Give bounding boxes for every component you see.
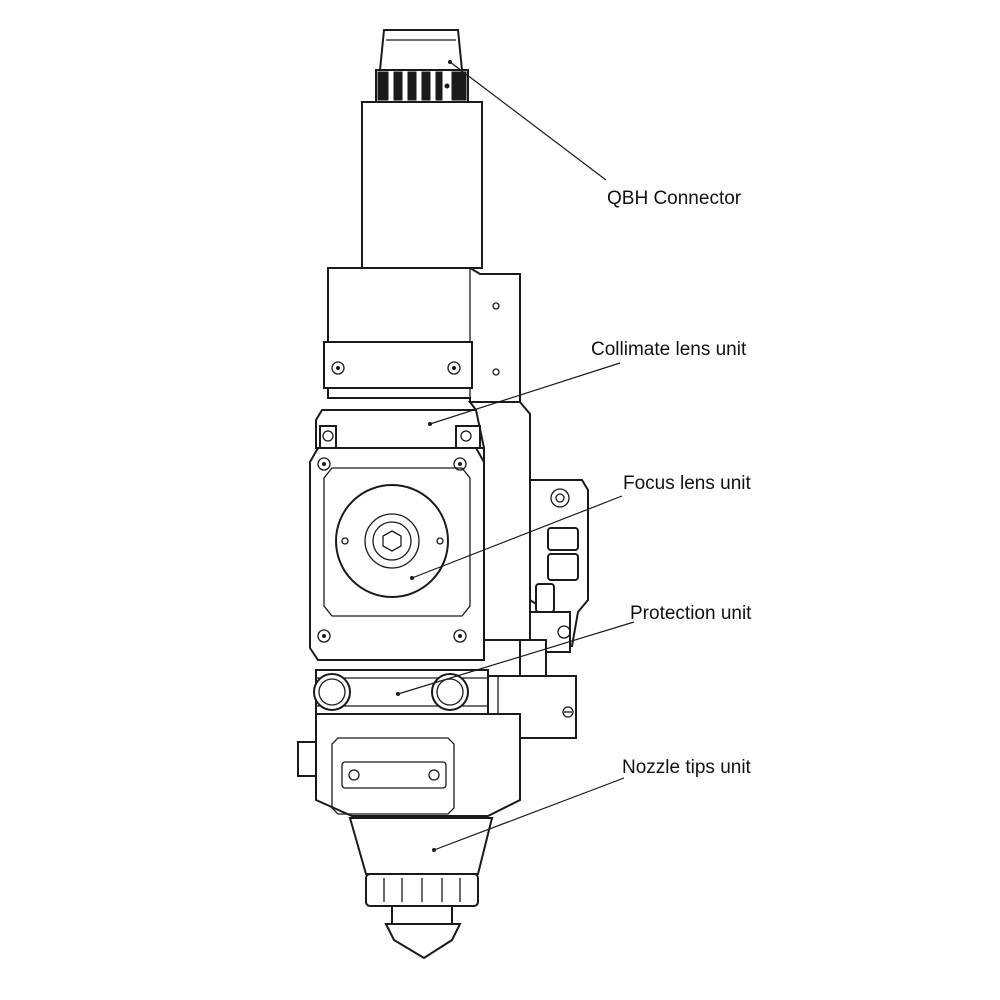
leader-lines [396, 60, 635, 852]
leader-qbh [449, 61, 607, 181]
side-bracket [519, 479, 589, 683]
leader-nozzle [433, 777, 625, 851]
leader-focus [411, 495, 623, 579]
nozzle-tips-part [297, 713, 521, 960]
leader-protection [397, 621, 635, 695]
knurled-ring [377, 71, 467, 101]
label-nozzle-tips-unit: Nozzle tips unit [622, 757, 752, 778]
label-collimate-lens-unit: Collimate lens unit [591, 339, 747, 360]
qbh-connector-part [361, 29, 483, 269]
focus-lens-part [309, 447, 485, 661]
label-focus-lens-unit: Focus lens unit [623, 473, 752, 494]
leader-collimate [429, 362, 621, 425]
label-qbh-connector: QBH Connector [607, 188, 742, 209]
label-protection-unit: Protection unit [630, 603, 752, 624]
